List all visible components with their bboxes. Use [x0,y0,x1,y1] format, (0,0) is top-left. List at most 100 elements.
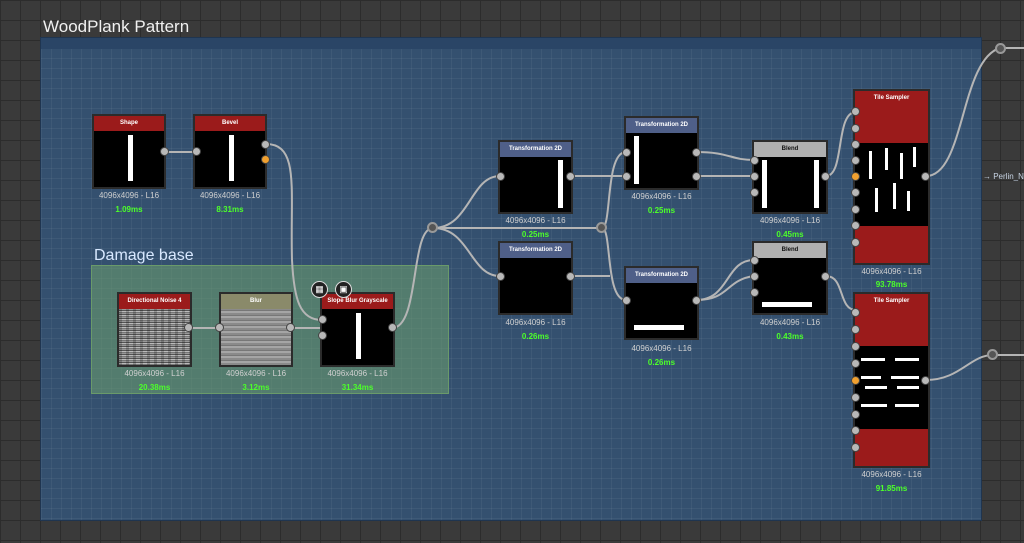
node-resolution: 4096x4096 - L16 [124,369,185,378]
output-port[interactable] [286,323,295,332]
input-port[interactable] [851,393,860,402]
node-title: Transformation 2D [500,142,571,157]
node-slope-blur[interactable]: Slope Blur Grayscale [320,292,395,367]
node-transformation-2d[interactable]: Transformation 2D [624,266,699,340]
frame-title: WoodPlank Pattern [43,17,190,36]
output-port[interactable] [566,172,575,181]
input-port[interactable] [750,256,759,265]
input-port[interactable] [750,156,759,165]
node-preview [119,309,190,365]
input-port[interactable] [851,221,860,230]
input-port[interactable] [851,443,860,452]
output-label: → Perlin_Ni [983,172,1024,181]
input-port[interactable] [192,147,201,156]
input-port[interactable] [750,172,759,181]
input-port[interactable] [851,308,860,317]
input-port[interactable] [851,410,860,419]
node-timing: 0.43ms [776,332,804,341]
reroute-dot[interactable] [995,43,1006,54]
input-port[interactable] [851,172,860,181]
node-tile-sampler[interactable]: Tile Sampler [853,292,930,468]
node-resolution: 4096x4096 - L16 [225,369,287,378]
node-blur[interactable]: Blur [219,292,293,367]
output-port[interactable] [692,296,701,305]
document-icon[interactable]: ▦ [311,281,328,298]
input-port[interactable] [750,272,759,281]
node-title: Slope Blur Grayscale [322,294,393,309]
output-port[interactable] [921,376,930,385]
node-preview [754,157,826,212]
node-bevel[interactable]: Bevel [193,114,267,189]
node-preview [500,258,571,313]
input-port[interactable] [750,288,759,297]
node-title: Blur [221,294,291,309]
node-resolution: 4096x4096 - L16 [631,192,692,201]
input-port[interactable] [622,296,631,305]
node-preview [855,106,928,263]
input-port[interactable] [851,342,860,351]
output-port[interactable] [692,148,701,157]
node-title: Tile Sampler [855,91,928,106]
input-port[interactable] [851,140,860,149]
input-port[interactable] [318,315,327,324]
input-port[interactable] [851,359,860,368]
node-resolution: 4096x4096 - L16 [759,216,821,225]
input-port[interactable] [622,172,631,181]
output-port[interactable] [388,323,397,332]
input-port[interactable] [851,205,860,214]
node-preview [626,283,697,338]
reroute-dot[interactable] [987,349,998,360]
node-preview [94,131,164,187]
node-preview [195,131,265,187]
node-blend[interactable]: Blend [752,241,828,315]
input-port[interactable] [851,124,860,133]
node-directional-noise[interactable]: Directional Noise 4 [117,292,192,367]
node-timing: 3.12ms [242,383,270,392]
input-port[interactable] [851,426,860,435]
reroute-dot[interactable] [427,222,438,233]
output-port[interactable] [692,172,701,181]
node-preview [855,309,928,466]
output-port[interactable] [821,172,830,181]
output-port[interactable] [566,272,575,281]
node-timing: 31.34ms [341,383,374,392]
input-port[interactable] [851,325,860,334]
input-port[interactable] [622,148,631,157]
node-resolution: 4096x4096 - L16 [505,216,566,225]
node-timing: 20.38ms [138,383,171,392]
output-port[interactable] [160,147,169,156]
node-resolution: 4096x4096 - L16 [327,369,388,378]
input-port[interactable] [750,188,759,197]
node-preview [221,309,291,365]
node-timing: 93.78ms [875,280,908,289]
reroute-dot[interactable] [596,222,607,233]
input-port[interactable] [851,238,860,247]
node-transformation-2d[interactable]: Transformation 2D [624,116,699,190]
node-timing: 0.25ms [521,230,550,239]
node-title: Transformation 2D [500,243,571,258]
output-port[interactable] [261,155,270,164]
node-title: Shape [94,116,164,131]
checker-icon[interactable]: ▣ [335,281,352,298]
node-transformation-2d[interactable]: Transformation 2D [498,140,573,214]
input-port[interactable] [496,272,505,281]
input-port[interactable] [851,376,860,385]
node-timing: 0.45ms [776,230,804,239]
input-port[interactable] [318,331,327,340]
node-resolution: 4096x4096 - L16 [759,318,821,327]
node-title: Transformation 2D [626,268,697,283]
output-port[interactable] [921,172,930,181]
output-port[interactable] [261,140,270,149]
input-port[interactable] [215,323,224,332]
output-port[interactable] [184,323,193,332]
node-title: Bevel [195,116,265,131]
node-transformation-2d[interactable]: Transformation 2D [498,241,573,315]
node-tile-sampler[interactable]: Tile Sampler [853,89,930,265]
input-port[interactable] [851,107,860,116]
input-port[interactable] [851,156,860,165]
node-blend[interactable]: Blend [752,140,828,214]
input-port[interactable] [496,172,505,181]
input-port[interactable] [851,188,860,197]
output-port[interactable] [821,272,830,281]
node-shape[interactable]: Shape [92,114,166,189]
